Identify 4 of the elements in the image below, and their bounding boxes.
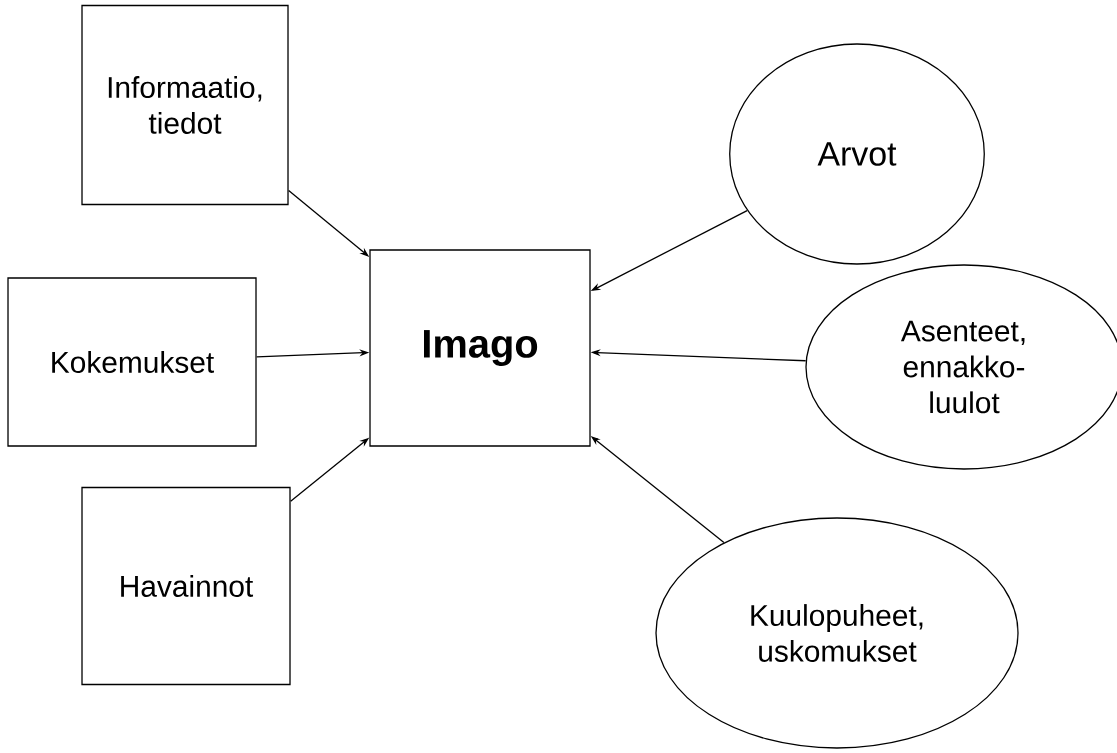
box: Havainnot — [81, 486, 291, 686]
box: Informaatio, tiedot — [81, 4, 289, 206]
box: Imago — [369, 249, 591, 447]
box: Kokemukset — [7, 277, 257, 447]
